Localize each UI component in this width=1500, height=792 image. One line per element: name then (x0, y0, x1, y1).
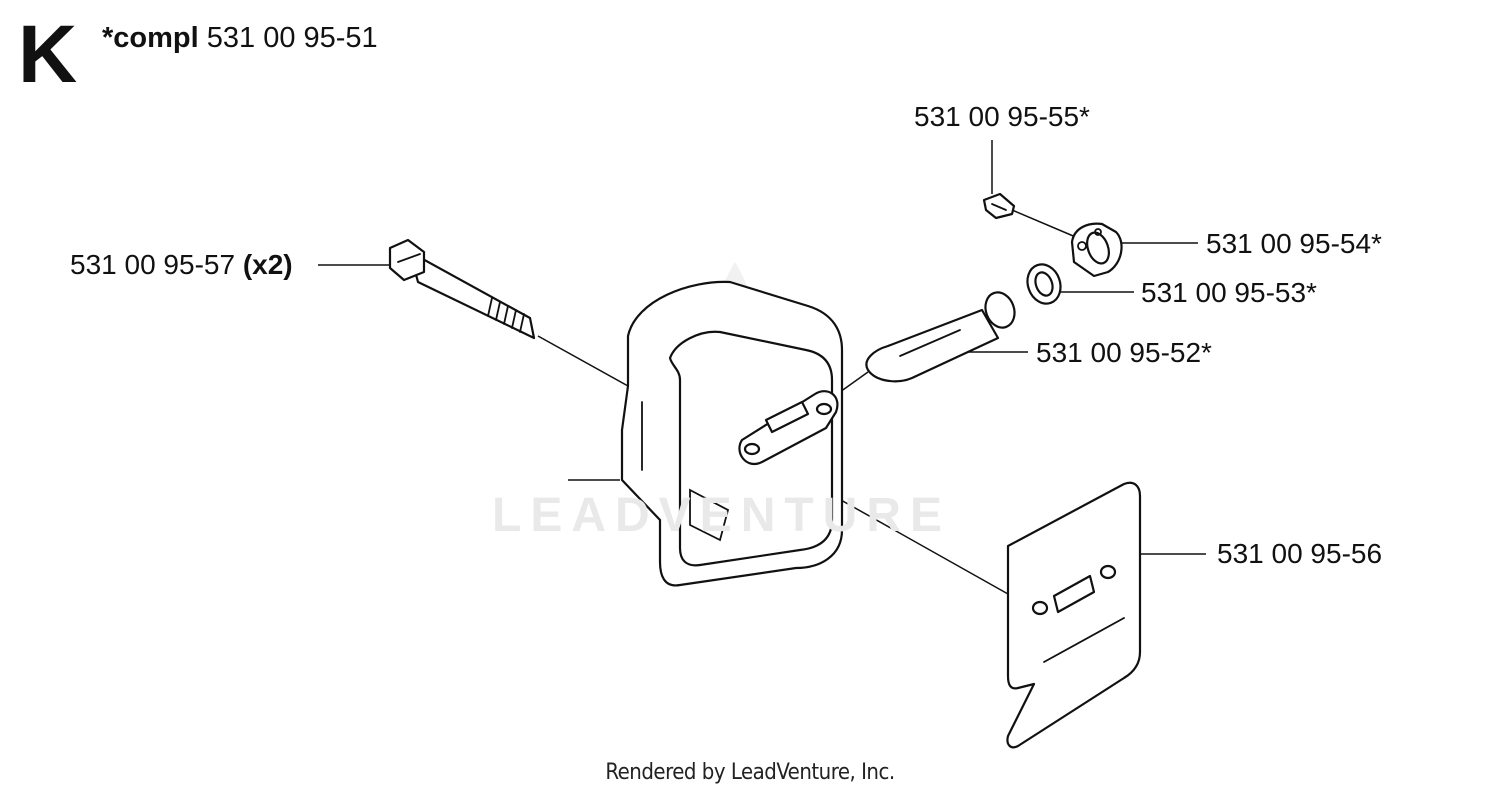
callout-cap-part: 531 00 95-54* (1206, 228, 1382, 259)
watermark-text: LEADVENTURE (492, 489, 952, 542)
muffler-body (620, 280, 844, 587)
bolt-part (388, 238, 536, 340)
compl-part-number: 531 00 95-51 (206, 22, 378, 54)
callout-plate-part: 531 00 95-56 (1217, 538, 1383, 569)
callout-bolt-part: 531 00 95-57 (70, 249, 236, 280)
assembly-header: *compl 531 00 95-51 (102, 24, 378, 53)
callout-screw[interactable]: 531 00 95-55* (914, 103, 1090, 131)
footer-credit: Rendered by LeadVenture, Inc. (605, 760, 895, 785)
callout-bolt-qty: (x2) (242, 249, 293, 280)
callout-tube[interactable]: 531 00 95-52* (1036, 339, 1212, 367)
callout-cap[interactable]: 531 00 95-54* (1206, 230, 1382, 258)
compl-label: *compl (102, 22, 199, 54)
callout-tube-part: 531 00 95-52* (1036, 337, 1212, 368)
screw-part (982, 192, 1016, 220)
callout-washer[interactable]: 531 00 95-53* (1141, 279, 1317, 307)
cap-part (1070, 222, 1123, 278)
heat-shield-plate (1006, 481, 1142, 749)
callout-plate[interactable]: 531 00 95-56 (1217, 540, 1382, 568)
section-letter: K (18, 9, 78, 100)
callout-screw-part: 531 00 95-55* (914, 101, 1090, 132)
washer-part (1026, 263, 1062, 305)
callout-bolt[interactable]: 531 00 95-57 (x2) (70, 251, 293, 279)
tube-part (865, 291, 1016, 383)
callout-washer-part: 531 00 95-53* (1141, 277, 1317, 308)
